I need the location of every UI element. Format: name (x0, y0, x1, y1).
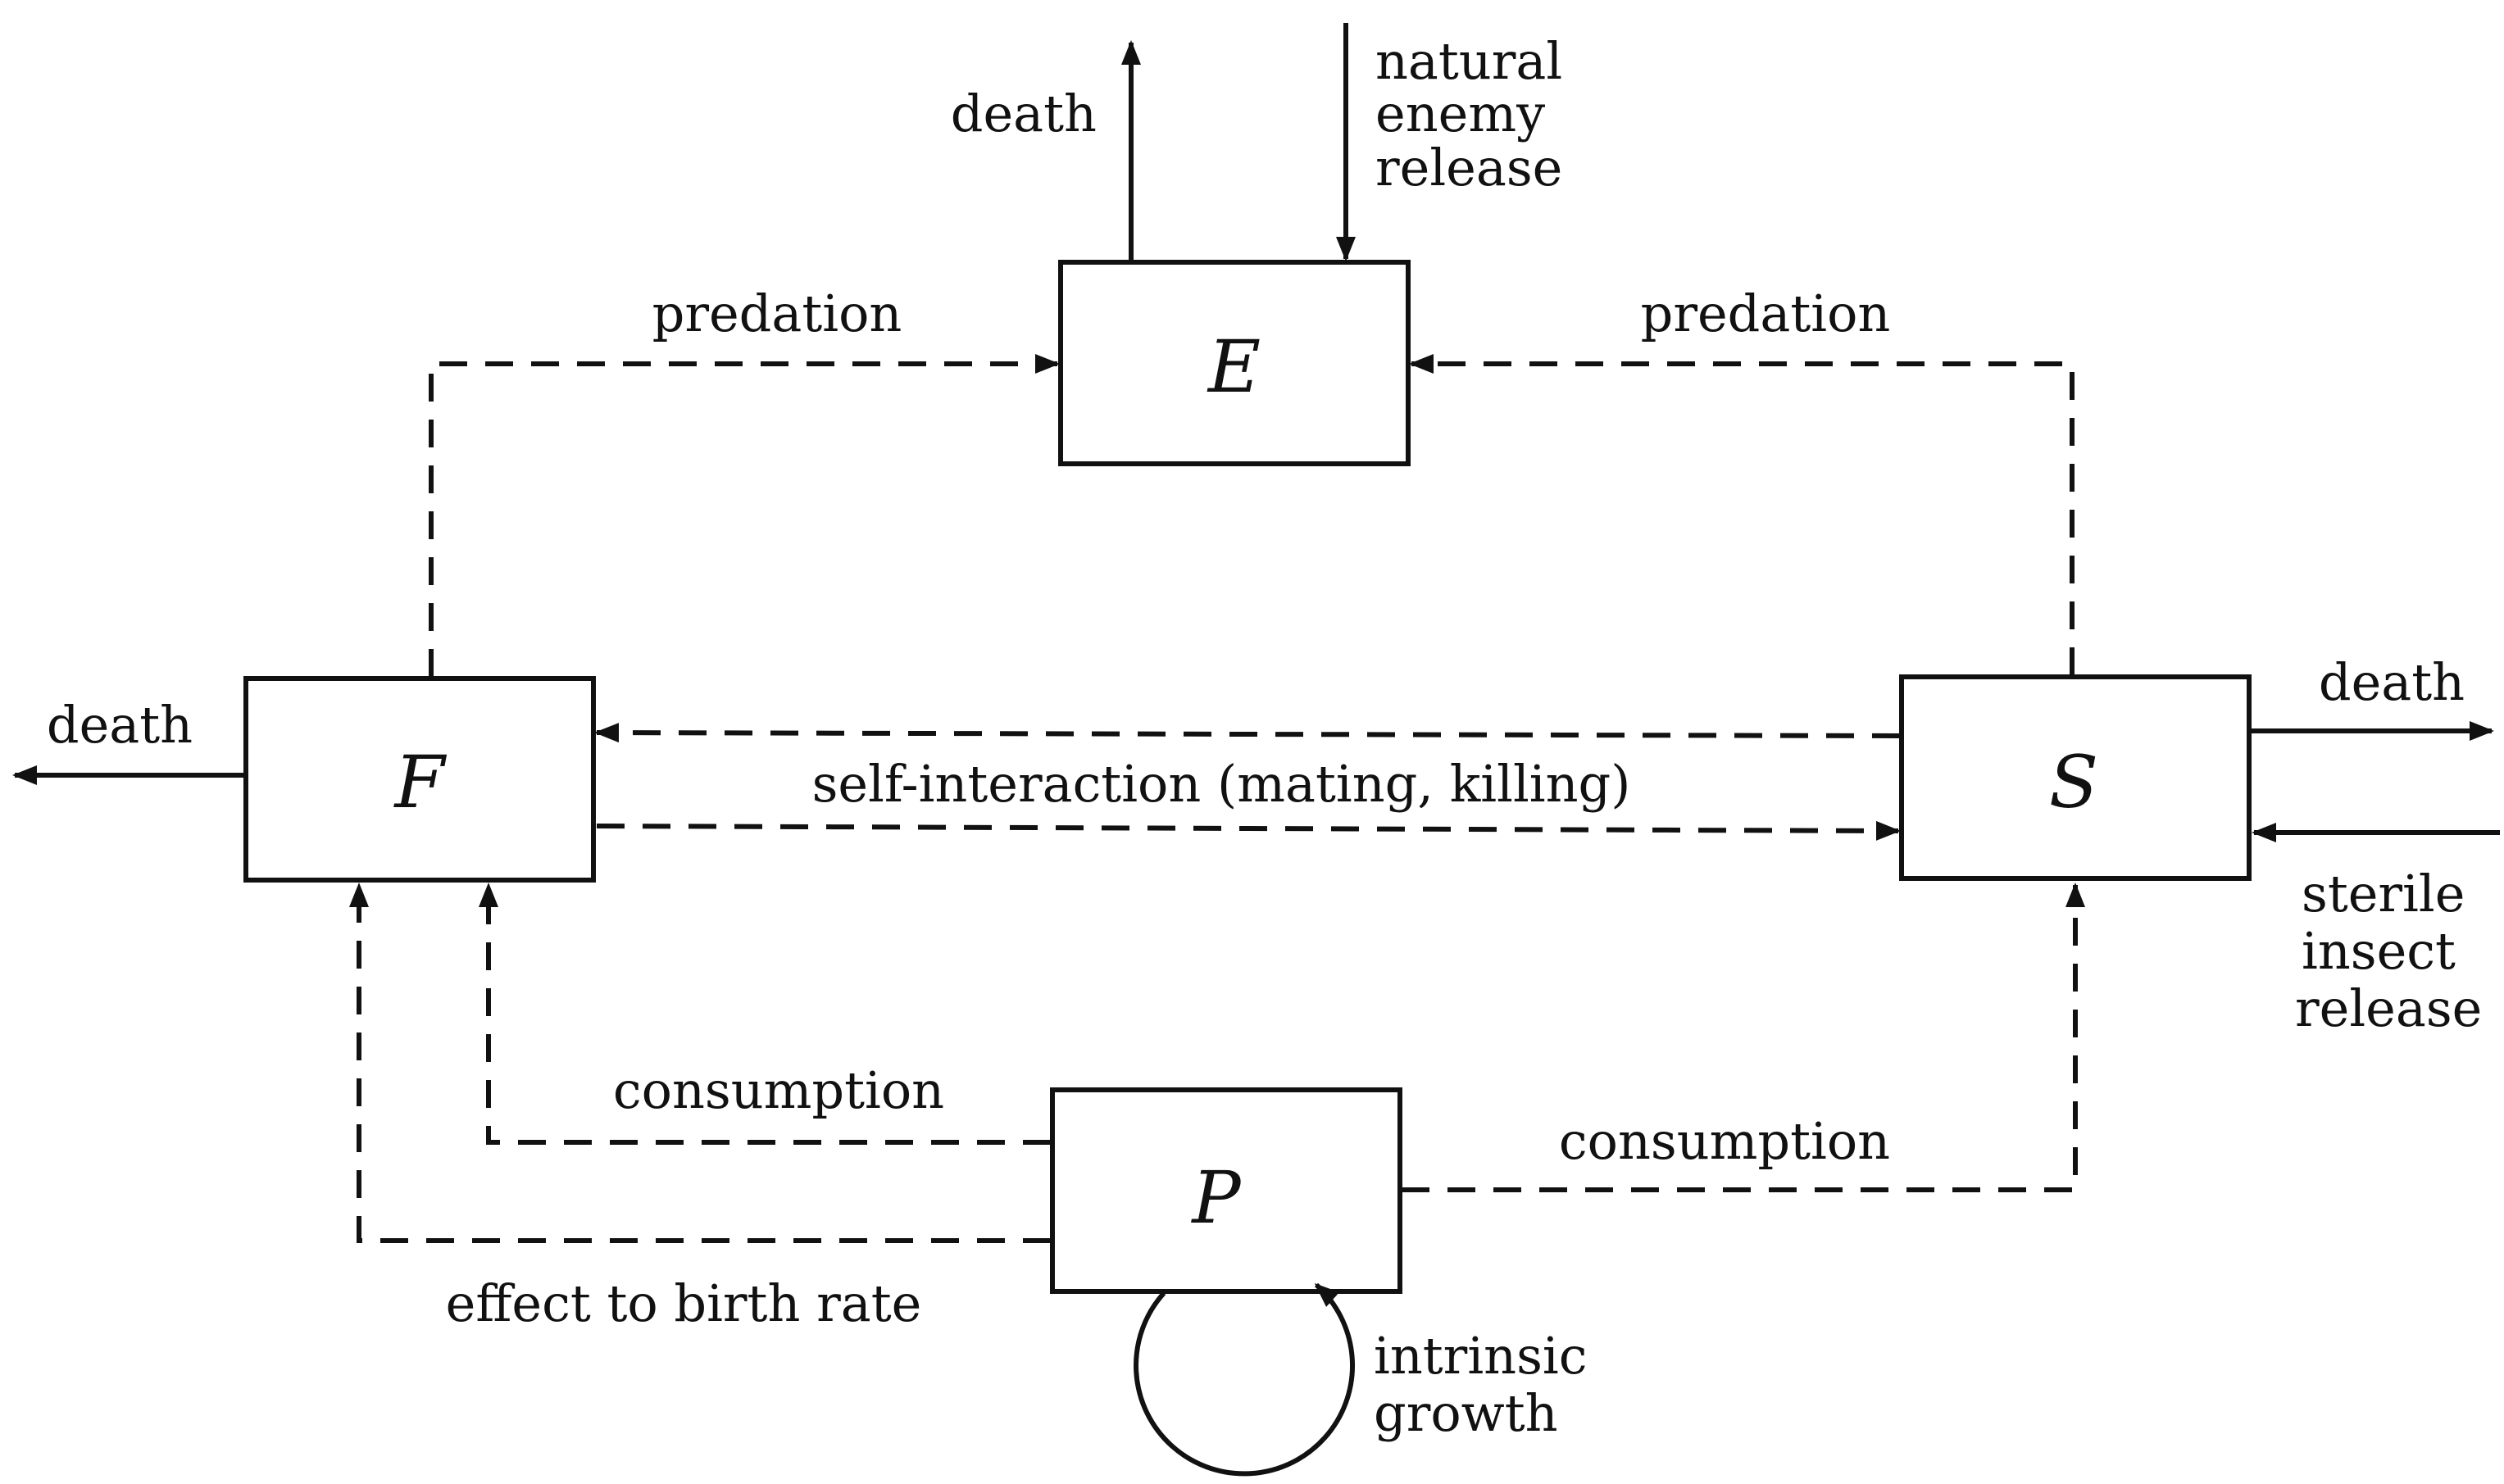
sterile-insect-release-line-3: release (2295, 978, 2482, 1038)
intrinsic-growth-line-1: intrinsic (1374, 1326, 1587, 1386)
sterile-insect-release-line-1: sterile (2302, 864, 2465, 924)
s-death-label: death (2319, 652, 2465, 712)
e-death-label: death (951, 84, 1097, 143)
effect-to-birth-rate-label: effect to birth rate (446, 1273, 922, 1333)
self-interaction-s-to-f-arrow (594, 723, 1901, 743)
natural-enemy-release-line-3: release (1375, 138, 1562, 197)
birth-rate-p-to-f-arrow (349, 883, 1051, 1243)
predation-left-label: predation (652, 284, 902, 343)
natural-enemy-release-line-2: enemy (1375, 84, 1545, 143)
node-s: S (1899, 674, 2252, 881)
sterile-insect-release-line-2: insect (2302, 921, 2456, 981)
node-f-label: F (393, 740, 447, 824)
consumption-left-label: consumption (613, 1060, 944, 1120)
intrinsic-growth-loop-arrow (1134, 1282, 1356, 1477)
consumption-p-to-f-arrow (479, 883, 1051, 1145)
predation-s-to-e-arrow (1409, 354, 2075, 675)
f-death-label: death (47, 695, 193, 755)
consumption-p-to-s-arrow (1402, 883, 2085, 1192)
node-s-label: S (2049, 740, 2098, 824)
node-e: E (1058, 260, 1411, 466)
self-interaction-f-to-s-arrow (596, 820, 1901, 841)
node-p-box (1050, 1087, 1402, 1294)
intrinsic-growth-line-2: growth (1374, 1383, 1558, 1443)
natural-enemy-release-line-1: natural (1375, 31, 1562, 91)
predation-right-label: predation (1641, 284, 1891, 343)
node-e-label: E (1207, 324, 1261, 409)
node-s-box (1899, 674, 2252, 881)
node-e-box (1058, 260, 1411, 466)
predation-f-to-e-arrow (429, 354, 1060, 677)
node-p-label: P (1190, 1155, 1242, 1240)
consumption-right-label: consumption (1559, 1111, 1890, 1171)
self-interaction-label: self-interaction (mating, killing) (812, 754, 1631, 814)
node-p: P (1050, 1087, 1402, 1294)
node-f: F (243, 676, 596, 883)
node-f-box (243, 676, 596, 883)
